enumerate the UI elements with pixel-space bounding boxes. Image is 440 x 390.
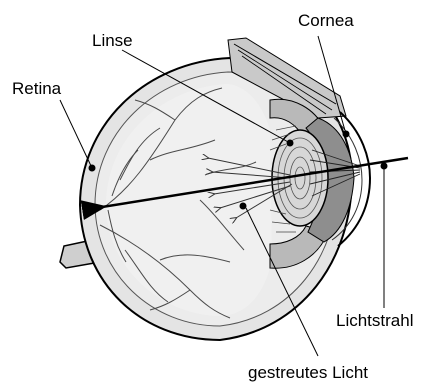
linse-label: Linse bbox=[92, 32, 133, 49]
gestreutes-licht-label: gestreutes Licht bbox=[248, 364, 368, 381]
cornea-label: Cornea bbox=[298, 12, 354, 29]
lichtstrahl-label: Lichtstrahl bbox=[336, 312, 413, 329]
retina-label: Retina bbox=[12, 80, 61, 97]
